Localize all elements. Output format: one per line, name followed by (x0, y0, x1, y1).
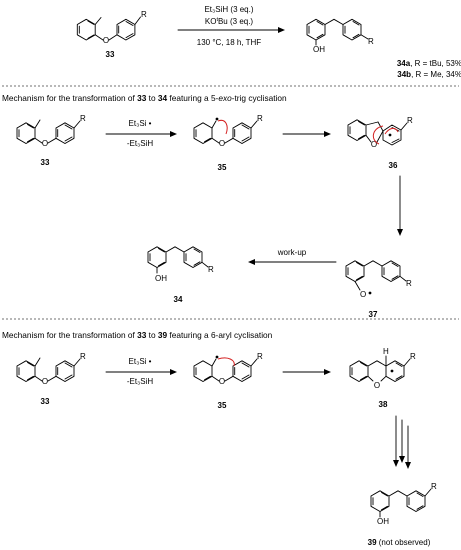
molecule-39: OH R 39 (not observed) (368, 482, 437, 547)
molecule-33-mech1: O R 33 (16, 114, 86, 167)
curved-arrow (217, 357, 235, 367)
r-group: R (407, 116, 413, 125)
ring-oxygen: O (374, 381, 380, 390)
r-group: R (257, 114, 263, 123)
curved-arrow (384, 127, 399, 135)
top-reaction: O R 33 Et₃SiH (3 eq.) KOtBu (3 eq.) 130 … (76, 5, 461, 79)
workup-label: work-up (277, 248, 307, 257)
ether-oxygen: O (42, 139, 48, 148)
molecule-33-mech2: O R 33 (16, 352, 86, 406)
label-35-mech1: 35 (218, 163, 227, 172)
ring-oxygen: O (371, 140, 377, 149)
hydroxyl: OH (377, 517, 389, 526)
phenoxy-oxygen: O (360, 290, 366, 299)
mech2-reagent: Et₃Si • (129, 357, 152, 366)
product-34b-info: 34b, R = Me, 34% (397, 70, 461, 79)
label-35-mech2: 35 (218, 401, 227, 410)
arrow-head (278, 27, 285, 33)
molecule-35-mech1: O R 35 (193, 114, 263, 172)
mechanism1-header: Mechanism for the transformation of 33 t… (2, 93, 287, 103)
molecule-37: O R 37 (345, 260, 412, 319)
molecule-33-top: O R 33 (76, 10, 147, 59)
label-36: 36 (389, 161, 398, 170)
reagent-silane: Et₃SiH (3 eq.) (204, 5, 253, 14)
r-group: R (431, 482, 437, 491)
molecule-36: O R 36 (347, 116, 413, 170)
mech2-byproduct: -Et₃SiH (127, 377, 154, 386)
curved-arrow (217, 119, 228, 135)
label-33-top: 33 (106, 50, 115, 59)
reagent-base: KOtBu (3 eq.) (205, 17, 254, 26)
molecule-35-mech2: O R 35 (193, 352, 263, 410)
reaction-conditions: 130 °C, 18 h, THF (197, 38, 262, 47)
ether-oxygen: O (42, 377, 48, 386)
molecule-34-mech1: OH R 34 (147, 246, 214, 304)
curved-arrow (372, 125, 384, 145)
label-33-mech2: 33 (41, 397, 50, 406)
hydroxyl: OH (155, 274, 167, 283)
r-group: R (80, 114, 86, 123)
r-group: R (368, 37, 374, 46)
ether-oxygen: O (219, 139, 225, 148)
r-group: R (257, 352, 263, 361)
radical-dot (390, 369, 394, 373)
ether-oxygen: O (219, 377, 225, 386)
radical-dot (388, 133, 392, 137)
molecule-34-top: OH R (306, 18, 374, 54)
radical-dot (215, 355, 219, 359)
mech1-byproduct: -Et₃SiH (127, 139, 154, 148)
label-39: 39 (not observed) (368, 538, 431, 547)
h-atom: H (383, 347, 389, 356)
r-group: R (208, 265, 214, 274)
radical-dot (215, 117, 219, 121)
radical-dot (368, 291, 372, 295)
hydroxyl: OH (313, 45, 325, 54)
ether-oxygen: O (103, 36, 109, 45)
mechanism2-header: Mechanism for the transformation of 33 t… (2, 330, 273, 340)
label-37: 37 (369, 310, 378, 319)
product-34a-info: 34a, R = tBu, 53% (397, 59, 461, 68)
mech2-multistep-arrows (393, 415, 411, 469)
label-33-mech1: 33 (41, 158, 50, 167)
r-group: R (410, 352, 416, 361)
r-group: R (141, 10, 147, 19)
label-34-mech1: 34 (174, 295, 183, 304)
label-38: 38 (379, 400, 388, 409)
mech1-reagent: Et₃Si • (129, 119, 152, 128)
r-group: R (80, 352, 86, 361)
molecule-38: O H R 38 (349, 347, 416, 409)
r-group: R (406, 279, 412, 288)
